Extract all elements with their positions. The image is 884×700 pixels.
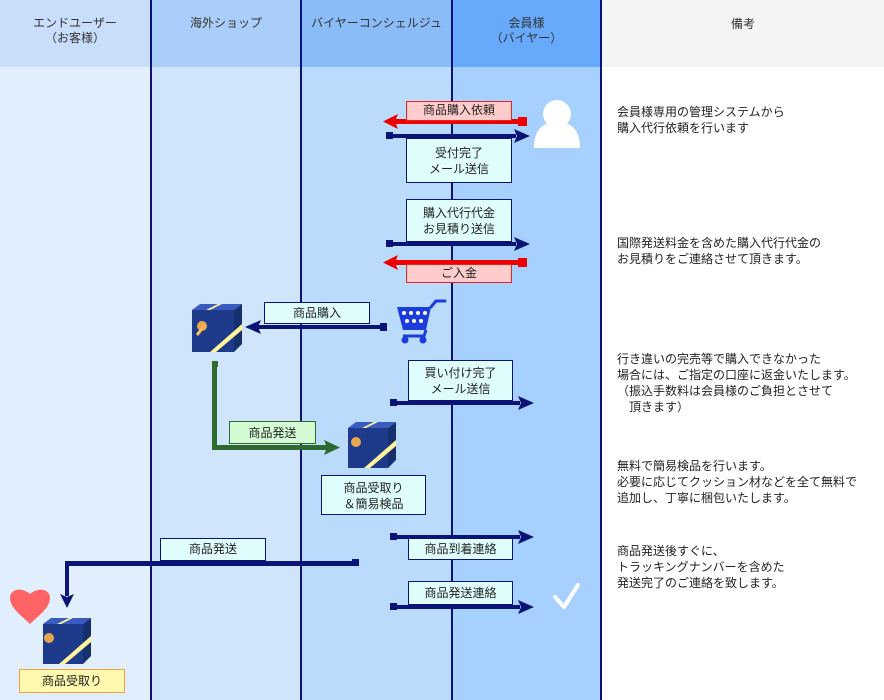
lane-header-member: 会員様 （バイヤー） [453, 0, 600, 67]
step-payment: ご入金 [406, 264, 512, 283]
arrow-product-purchase [245, 320, 387, 334]
step-customer-shipment: 商品発送 [160, 538, 266, 561]
user-icon [534, 100, 580, 148]
step-buy-complete-mail: 買い付け完了 メール送信 [408, 360, 513, 401]
arrow-customer-shipment [60, 559, 359, 608]
gift-box-icon [348, 422, 396, 468]
arrow-payment [383, 255, 527, 270]
gift-box-icon [192, 304, 242, 352]
shopping-cart-icon [397, 299, 447, 344]
gift-box-icon [43, 618, 91, 664]
remark-inspection: 無料で簡易検品を行います。 必要に応じてクッション材などを全て無料で 追加し、丁… [617, 459, 858, 505]
arrow-purchase-request [383, 114, 527, 129]
arrow-shop-shipment [212, 361, 340, 455]
remark-refund: 行き違いの完売等で購入できなかった 場合には、ご指定の口座に返金いたします。 （… [617, 352, 856, 414]
remark-shipment: 商品発送後すぐに、 トラッキングナンバーを含めた 発送完了のご連絡を致します。 [617, 544, 785, 590]
lane-header-remarks: 備考 [602, 0, 884, 67]
lane-overseas-shop: 海外ショップ [150, 0, 300, 700]
arrow-acceptance-mail [386, 129, 530, 143]
lane-header-overseas-shop: 海外ショップ [152, 0, 300, 67]
step-customer-receive: 商品受取り [19, 669, 125, 693]
step-product-purchase: 商品購入 [264, 302, 370, 324]
step-shipment-notice: 商品発送連絡 [408, 581, 513, 605]
arrow-buy-complete-mail [390, 396, 534, 410]
step-estimate: 購入代行代金 お見積り送信 [406, 199, 512, 242]
lane-body-overseas-shop [152, 67, 300, 700]
step-shop-shipment: 商品発送 [229, 421, 316, 444]
checkmark-icon [553, 583, 580, 609]
remark-estimate: 国際発送料金を含めた購入代行代金の お見積りをご連絡させて頂きます。 [617, 236, 822, 266]
lane-remarks: 備考 [602, 0, 884, 700]
lane-header-buyer-concierge: バイヤーコンシェルジュ [302, 0, 451, 67]
arrow-estimate [386, 237, 530, 251]
arrow-shipment-notice [390, 600, 534, 614]
heart-icon [10, 589, 50, 624]
lane-body-remarks [602, 67, 884, 700]
lane-header-end-user: エンドユーザー （お客様） [0, 0, 150, 67]
step-receive-inspect: 商品受取り ＆簡易検品 [321, 475, 426, 515]
remark-purchase-request: 会員様専用の管理システムから 購入代行依頼を行います [617, 105, 785, 135]
arrow-arrival-notice [390, 530, 534, 544]
step-acceptance-mail: 受付完了 メール送信 [406, 138, 512, 183]
step-purchase-request: 商品購入依頼 [406, 101, 512, 121]
step-arrival-notice: 商品到着連絡 [408, 538, 513, 560]
